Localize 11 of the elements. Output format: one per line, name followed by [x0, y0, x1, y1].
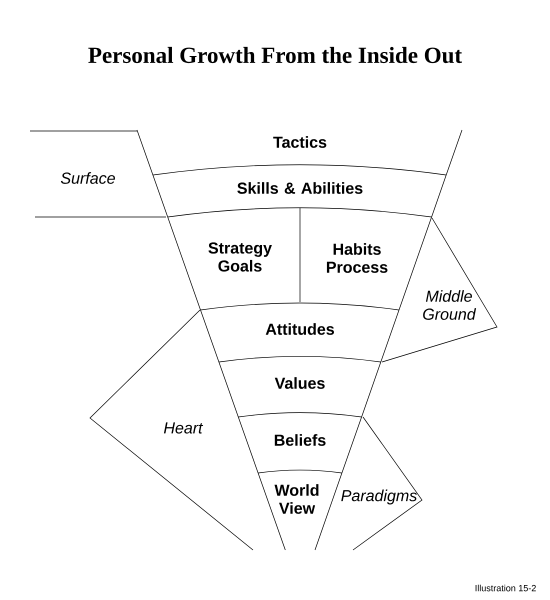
title: Personal Growth From the Inside Out [88, 46, 462, 64]
layer-band: Skills & Abilities [152, 164, 447, 218]
layer-band: Beliefs [238, 416, 362, 474]
layer-band: Attitudes [200, 302, 400, 362]
zone-label-area: Paradigms [341, 416, 422, 550]
illustration-number: Illustration 15-2 [476, 584, 536, 592]
layer-band: Tactics [136, 130, 462, 176]
zone-label-area: Heart [89, 310, 254, 550]
zone-label-area: Surface [30, 130, 166, 218]
layer-band: World View [258, 472, 342, 550]
layer-band: Values [218, 362, 382, 418]
